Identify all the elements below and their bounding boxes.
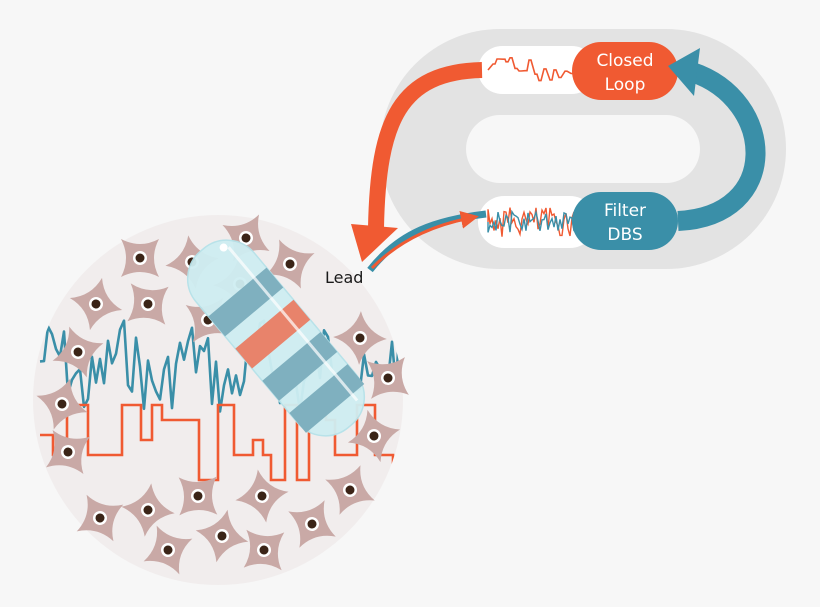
neuron-cell-icon	[347, 409, 401, 463]
neuron-cell-icon	[45, 429, 91, 475]
neuron-cell-icon	[367, 357, 409, 399]
dbs-lead-icon	[186, 239, 366, 437]
neuron-cell-icon	[52, 326, 104, 378]
closed-loop-node: Closed Loop	[572, 42, 678, 100]
teal-feedback-arrow-body	[677, 62, 766, 231]
neuron-cell-icon	[235, 469, 289, 523]
lead-label: Lead	[325, 268, 363, 287]
neuron-cell-icon	[69, 277, 123, 331]
filter-dbs-node: Filter DBS	[572, 192, 678, 250]
filter-dbs-label-line2: DBS	[607, 225, 642, 245]
filter-dbs-label-line1: Filter	[604, 201, 646, 221]
neuron-cell-icon	[178, 476, 218, 516]
neuron-cell-icon	[36, 378, 88, 430]
filter-dbs-signal-teal	[487, 209, 575, 233]
neuron-cell-icon	[121, 239, 159, 277]
closed-loop-label-line1: Closed	[596, 51, 653, 71]
neuron-cell-icon	[333, 311, 387, 365]
tissue-orange-signal	[40, 403, 403, 482]
orange-stimulation-arrowhead	[351, 224, 398, 262]
closed-loop-label-line2: Loop	[605, 75, 646, 95]
neuron-cell-icon	[195, 509, 249, 563]
neuron-cell-icon	[265, 239, 315, 289]
closed-loop-signal-capsule	[478, 46, 596, 94]
neuron-cell-icon	[288, 500, 336, 548]
neuron-cell-icon	[76, 494, 124, 542]
neuron-cell-icon	[243, 529, 285, 571]
closed-loop-signal	[487, 57, 579, 82]
lead-recording-arrow-orange	[370, 210, 479, 270]
orange-stimulation-arrow-body	[368, 62, 483, 229]
teal-feedback-arrowhead	[668, 48, 700, 96]
neuron-cell-icon	[127, 283, 169, 325]
neuron-cell-icon	[143, 525, 193, 575]
neuron-cell-icon	[325, 465, 375, 515]
neuron-cell-icon	[121, 483, 175, 537]
